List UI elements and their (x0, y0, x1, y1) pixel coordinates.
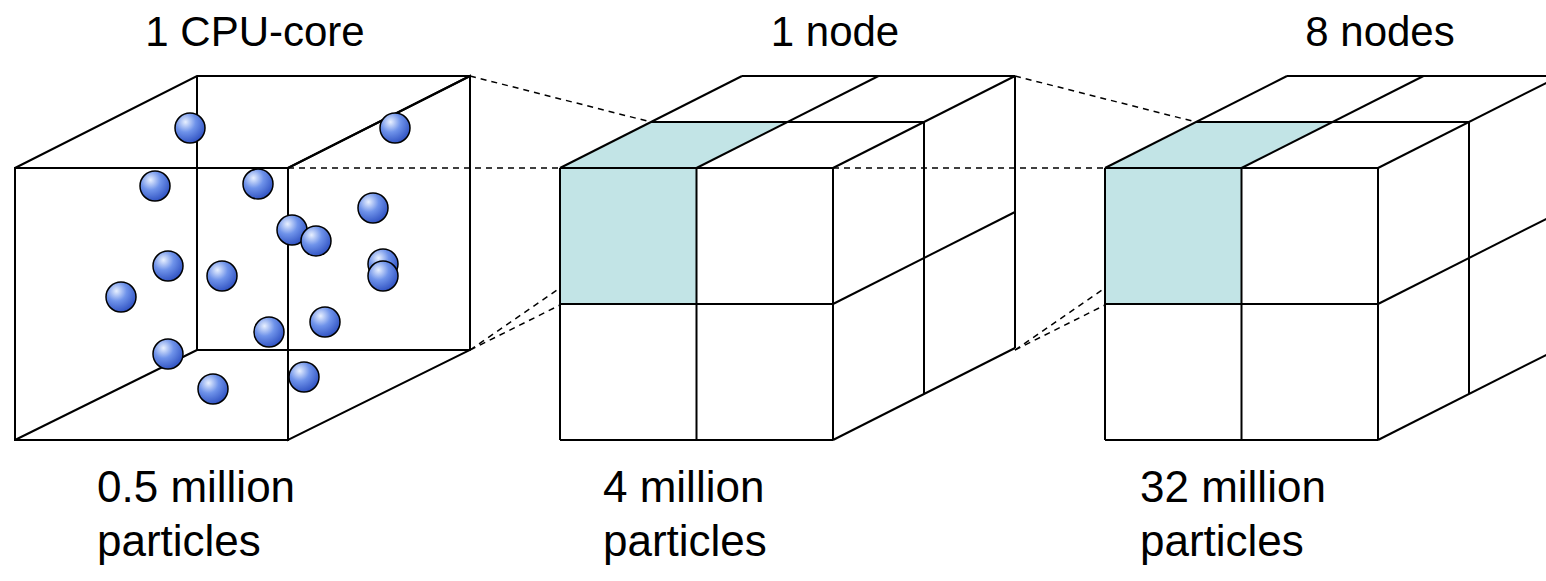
particle (207, 261, 237, 291)
shaded-top (560, 122, 788, 168)
particle (301, 226, 331, 256)
cube-edge (1378, 212, 1546, 304)
cube-edge (1196, 121, 1469, 123)
particle (175, 113, 205, 143)
particle (358, 193, 388, 223)
cube-edge (560, 303, 833, 305)
level-heading: 8 nodes (1305, 8, 1454, 56)
particle (368, 261, 398, 291)
particle (198, 374, 228, 404)
shaded-face (560, 168, 697, 304)
particles (106, 113, 410, 404)
particle (289, 362, 319, 392)
cube-edge (742, 75, 1015, 77)
particle (243, 169, 273, 199)
cube-edge (651, 121, 924, 123)
zoom-lines (288, 76, 1196, 350)
particle (153, 251, 183, 281)
cube-edge (833, 212, 1015, 304)
level-heading: 1 CPU-core (145, 8, 364, 56)
particle (254, 317, 284, 347)
particle (153, 339, 183, 369)
single-core-cube (15, 76, 470, 440)
particle-count: 0.5 million particles (97, 460, 347, 568)
particle (380, 113, 410, 143)
particle (140, 171, 170, 201)
node-cube (560, 76, 1015, 440)
cube-edge (1105, 303, 1378, 305)
particle-count: 32 million particles (1140, 460, 1390, 568)
shaded-top (1105, 122, 1333, 168)
cube-edge (1378, 348, 1546, 440)
particle (106, 282, 136, 312)
cube-edge (1287, 75, 1546, 77)
particle-count: 4 million particles (603, 460, 853, 568)
cluster-cube (1105, 76, 1546, 440)
level-heading: 1 node (771, 8, 899, 56)
shaded-face (1105, 168, 1242, 304)
particle (310, 307, 340, 337)
